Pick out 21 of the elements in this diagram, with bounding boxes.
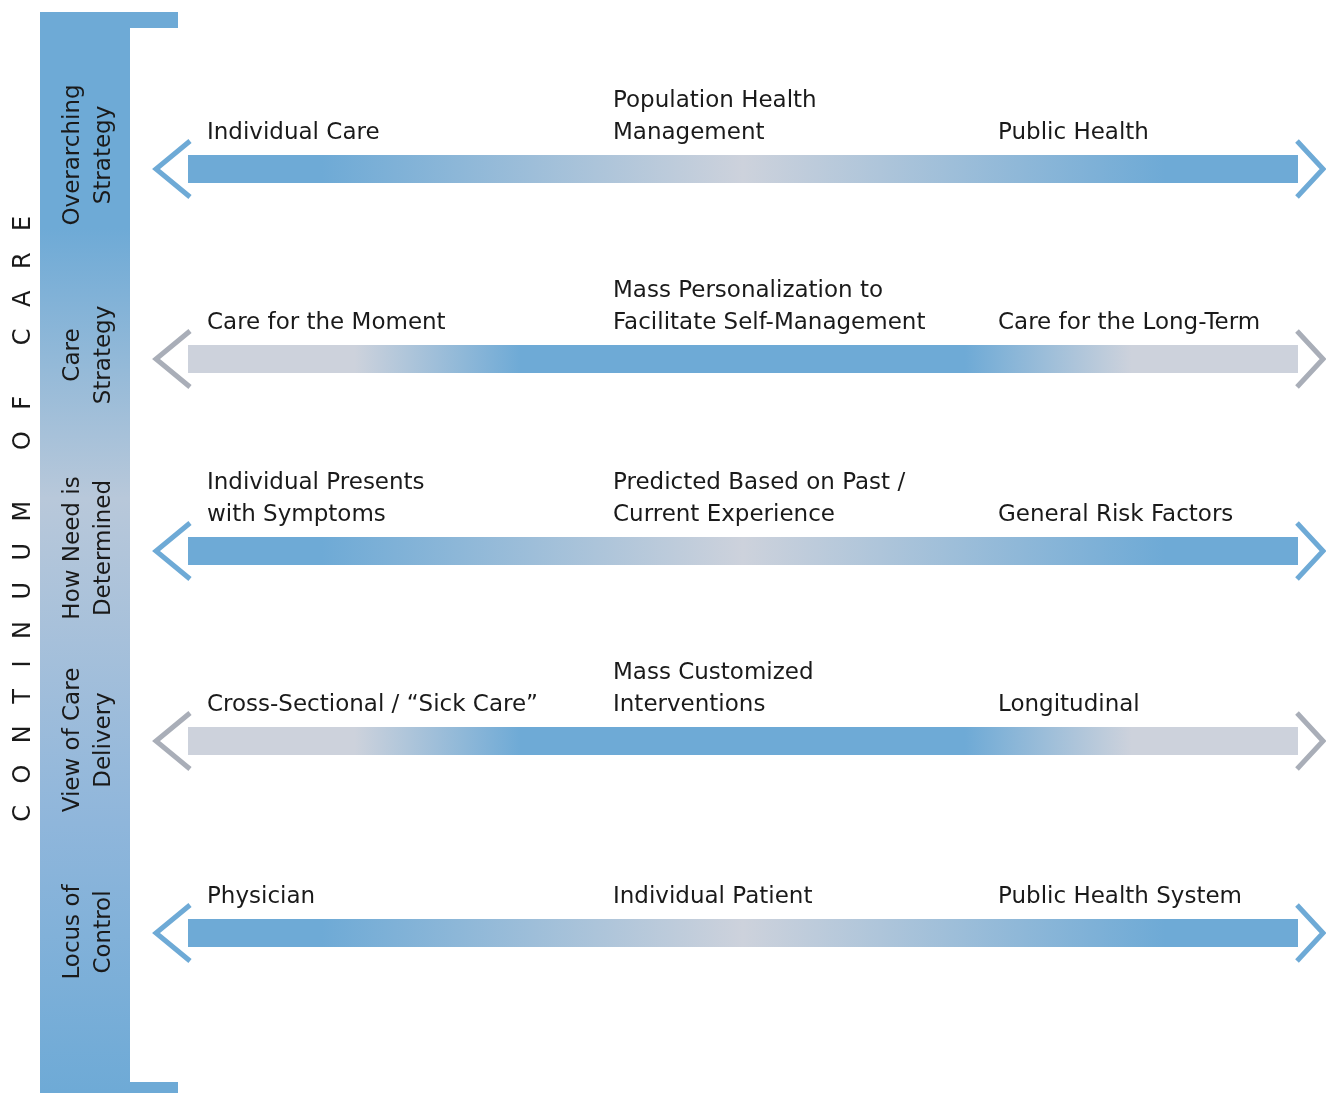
scale-label: General Risk Factors xyxy=(998,499,1235,528)
scale-label: Care for the Moment xyxy=(207,307,447,336)
scale-label: Cross-Sectional / “Sick Care” xyxy=(207,689,539,718)
scale-label: Public Health xyxy=(998,117,1150,146)
row-heading: Locus of Control xyxy=(56,872,120,992)
scale-label: Predicted Based on Past / Current Experience xyxy=(613,467,907,528)
scale-label: Population Health Management xyxy=(613,85,818,146)
scale-label: Mass Personalization to Facilitate Self-Management xyxy=(613,275,927,336)
vertical-title: CONTINUUM OF CARE xyxy=(7,193,37,824)
scale-label: Public Health System xyxy=(998,881,1243,910)
scale-label: Care for the Long-Term xyxy=(998,307,1262,336)
scale-label: Individual Care xyxy=(207,117,381,146)
row-heading: Overarching Strategy xyxy=(56,65,120,245)
scale-label: Longitudinal xyxy=(998,689,1141,718)
row-heading: How Need is Determined xyxy=(56,463,120,633)
scale-label: Individual Presents with Symptoms xyxy=(207,467,426,528)
scale-label: Mass Customized Interventions xyxy=(613,657,815,718)
row-heading: Care Strategy xyxy=(56,295,120,415)
row-heading: View of Care Delivery xyxy=(56,655,120,825)
scale-label: Individual Patient xyxy=(613,881,814,910)
scale-label: Physician xyxy=(207,881,317,910)
